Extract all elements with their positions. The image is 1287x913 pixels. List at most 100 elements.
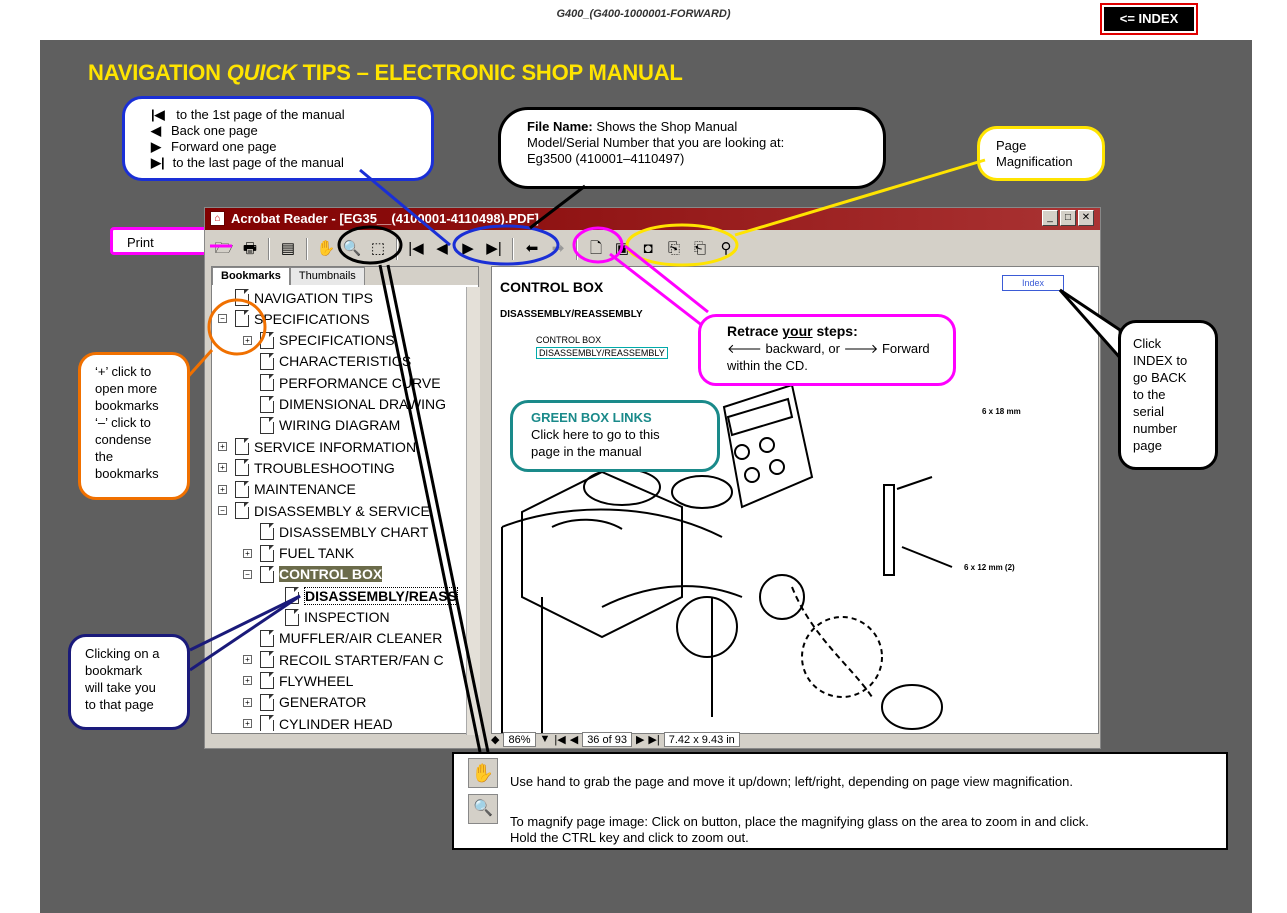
page-icon — [235, 459, 249, 477]
maximize-button[interactable]: □ — [1060, 210, 1076, 226]
bookmark-item[interactable]: −SPECIFICATIONS — [218, 308, 370, 329]
bookmark-item[interactable]: −CONTROL BOX — [243, 564, 383, 585]
bookmark-label: MUFFLER/AIR CLEANER — [279, 630, 443, 647]
bookmark-item[interactable]: +FUEL TANK — [243, 543, 354, 564]
bookmark-item[interactable]: +TROUBLESHOOTING — [218, 457, 395, 478]
hand-tool-icon[interactable]: ✋ — [316, 240, 336, 257]
bookmark-item[interactable]: +GENERATOR — [243, 692, 366, 713]
expand-icon[interactable]: + — [243, 719, 252, 728]
expand-collapse-callout: ‘+’ click to open more bookmarks ‘–’ cli… — [78, 352, 190, 500]
index-callout: Click INDEX to go BACK to the serial num… — [1118, 320, 1218, 470]
bookmark-item[interactable]: WIRING DIAGRAM — [243, 415, 400, 436]
file-name-callout: File Name: Shows the Shop Manual Model/S… — [498, 107, 886, 189]
bookmark-label: RECOIL STARTER/FAN C — [279, 651, 444, 668]
collapse-icon[interactable]: − — [218, 506, 227, 515]
expand-icon[interactable]: + — [243, 676, 252, 686]
find-icon[interactable]: ⚲ — [720, 240, 732, 257]
bookmark-label: FLYWHEEL — [279, 672, 354, 689]
bookmark-click-callout: Clicking on a bookmark will take you to … — [68, 634, 190, 730]
page-icon — [260, 331, 274, 349]
bookmark-item[interactable]: + MAINTENANCE — [218, 479, 356, 500]
bookmark-item[interactable]: +SPECIFICATIONS — [243, 330, 395, 351]
collapse-icon[interactable]: − — [218, 314, 227, 324]
bookmark-label: MAINTENANCE — [254, 481, 356, 498]
status-first-page-icon[interactable]: |◀ — [554, 733, 566, 746]
close-button[interactable]: ✕ — [1078, 210, 1094, 226]
bookmark-item[interactable]: −DISASSEMBLY & SERVICE — [218, 500, 430, 521]
print-callout: Print — [110, 227, 210, 255]
bookmark-item[interactable]: + RECOIL STARTER/FAN C — [243, 649, 444, 670]
zoom-tool-icon[interactable]: 🔍 — [342, 240, 362, 257]
page-heading: CONTROL BOX — [500, 279, 604, 295]
go-back-icon[interactable]: ⬅ — [525, 240, 539, 257]
print-icon[interactable]: 🖶 — [242, 240, 258, 257]
bookmark-item[interactable]: NAVIGATION TIPS — [218, 287, 373, 308]
bookmark-label: PERFORMANCE CURVE — [279, 374, 441, 391]
bookmark-toggle-icon[interactable]: ▤ — [280, 240, 296, 257]
tab-bookmarks[interactable]: Bookmarks — [212, 267, 290, 285]
expand-icon[interactable]: + — [243, 655, 252, 665]
first-page-icon[interactable]: |◀ — [408, 240, 424, 257]
expand-icon[interactable]: + — [243, 335, 252, 345]
bookmark-item[interactable]: DISASSEMBLY CHART — [243, 521, 428, 542]
status-next-page-icon[interactable]: ▶ — [635, 733, 645, 746]
collapse-icon[interactable]: − — [243, 569, 252, 579]
page-icon — [260, 651, 274, 669]
fit-width-icon[interactable]: ◘ — [643, 240, 653, 257]
bookmark-item[interactable]: DIMENSIONAL DRAWING — [243, 394, 446, 415]
go-forward-icon[interactable]: ➡ — [551, 240, 565, 257]
expand-icon[interactable]: + — [243, 697, 252, 707]
bookmark-item[interactable]: INSPECTION — [268, 607, 390, 628]
bookmarks-panel: Bookmarks Thumbnails NAVIGATION TIPS −SPE… — [211, 266, 480, 735]
bookmark-item[interactable]: DISASSEMBLY/REASS — [268, 585, 458, 606]
zoom-level[interactable]: 86% — [503, 731, 536, 747]
page-index-link[interactable]: Index — [1002, 275, 1064, 291]
page-icon — [260, 352, 274, 370]
select-tool-icon[interactable]: ⬚ — [370, 240, 386, 257]
page-subheading: DISASSEMBLY/REASSEMBLY — [500, 309, 643, 320]
expand-icon[interactable]: + — [243, 548, 252, 558]
rotate-right-icon[interactable]: ⎗ — [693, 240, 706, 257]
page-icon — [235, 310, 249, 328]
expand-icon[interactable]: + — [218, 484, 227, 494]
bookmark-item[interactable]: +CYLINDER HEAD — [243, 713, 393, 731]
previous-page-icon[interactable]: ◀ — [436, 240, 448, 257]
fit-page-icon[interactable]: ▣ — [614, 240, 630, 257]
zoom-dropdown-icon[interactable]: ▼ — [539, 733, 551, 745]
next-page-icon[interactable]: ▶ — [462, 240, 474, 257]
rotate-left-icon[interactable]: ⎘ — [667, 240, 680, 257]
window-title: Acrobat Reader - [EG35__(4100001-4110498… — [205, 208, 1100, 230]
green-box-link[interactable]: DISASSEMBLY/REASSEMBLY — [536, 347, 668, 359]
page-icon — [260, 629, 274, 647]
last-page-icon[interactable]: ▶| — [486, 240, 502, 257]
bookmark-item[interactable]: MUFFLER/AIR CLEANER — [243, 628, 442, 649]
page-icon — [235, 480, 249, 498]
bookmark-item[interactable]: PERFORMANCE CURVE — [243, 372, 441, 393]
zoom-tool-icon: 🔍 — [468, 794, 498, 824]
bookmarks-scrollbar[interactable] — [466, 287, 480, 735]
bookmark-item[interactable]: +SERVICE INFORMATION — [218, 436, 416, 457]
bookmark-label: DISASSEMBLY/REASS — [304, 586, 458, 605]
page-number[interactable]: 36 of 93 — [582, 731, 632, 747]
page-icon — [260, 672, 274, 690]
expand-icon[interactable]: + — [218, 442, 227, 452]
bookmark-label: NAVIGATION TIPS — [254, 289, 374, 306]
bookmark-list: NAVIGATION TIPS −SPECIFICATIONS+SPECIFICA… — [212, 287, 464, 731]
page-icon — [260, 395, 274, 413]
tab-thumbnails[interactable]: Thumbnails — [289, 267, 365, 285]
bookmark-label: INSPECTION — [304, 609, 390, 625]
bookmark-item[interactable]: CHARACTERISTICS — [243, 351, 411, 372]
expand-icon[interactable]: + — [218, 463, 227, 473]
actual-size-icon[interactable]: 🗋 — [589, 240, 603, 257]
dimension-label-1: 6 x 18 mm — [982, 407, 1021, 416]
status-previous-page-icon[interactable]: ◀ — [569, 733, 579, 746]
open-icon[interactable]: 🗁 — [214, 240, 234, 257]
page-icon — [260, 715, 274, 731]
bookmark-item[interactable]: + FLYWHEEL — [243, 670, 353, 691]
status-last-page-icon[interactable]: ▶| — [648, 733, 660, 746]
minimize-button[interactable]: _ — [1042, 210, 1058, 226]
page-icon — [285, 608, 299, 626]
index-button[interactable]: <= INDEX — [1100, 3, 1198, 35]
bookmark-label: WIRING DIAGRAM — [279, 417, 401, 434]
